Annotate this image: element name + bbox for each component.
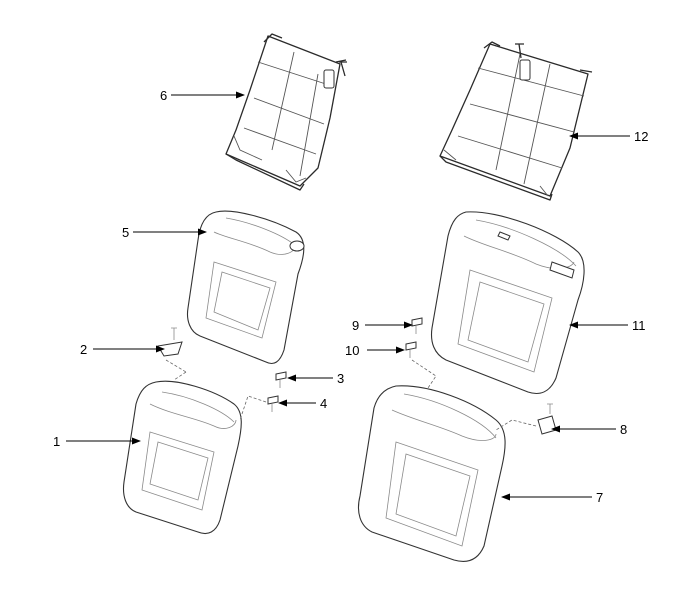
right-guide-bushing-9 (411, 317, 423, 334)
callout-12: 12 (634, 129, 648, 144)
left-guide-bushing-4 (239, 395, 279, 421)
callout-4: 4 (320, 396, 327, 411)
callout-7: 7 (596, 490, 603, 505)
right-seatback-frame (439, 41, 593, 201)
left-headrest-bracket (157, 327, 187, 381)
callout-9: 9 (352, 318, 359, 333)
right-seatback-cover (430, 211, 585, 395)
callout-1: 1 (53, 434, 60, 449)
callout-6: 6 (160, 88, 167, 103)
right-headrest-bracket (495, 403, 557, 435)
callout-2: 2 (80, 342, 87, 357)
left-guide-bushing-3 (275, 371, 287, 388)
left-seatback-cover (186, 210, 305, 365)
right-seat-cushion-cover (357, 385, 506, 563)
callout-10: 10 (345, 343, 359, 358)
callout-8: 8 (620, 422, 627, 437)
right-guide-bushing-10 (405, 341, 437, 389)
left-seat-cushion-cover (122, 380, 242, 535)
callout-5: 5 (122, 225, 129, 240)
left-seatback-frame (225, 33, 347, 191)
callout-11: 11 (632, 318, 646, 333)
leader-lines (66, 91, 630, 501)
callout-labels: 6 12 5 2 3 4 1 9 10 11 8 7 (53, 88, 648, 505)
callout-3: 3 (337, 371, 344, 386)
